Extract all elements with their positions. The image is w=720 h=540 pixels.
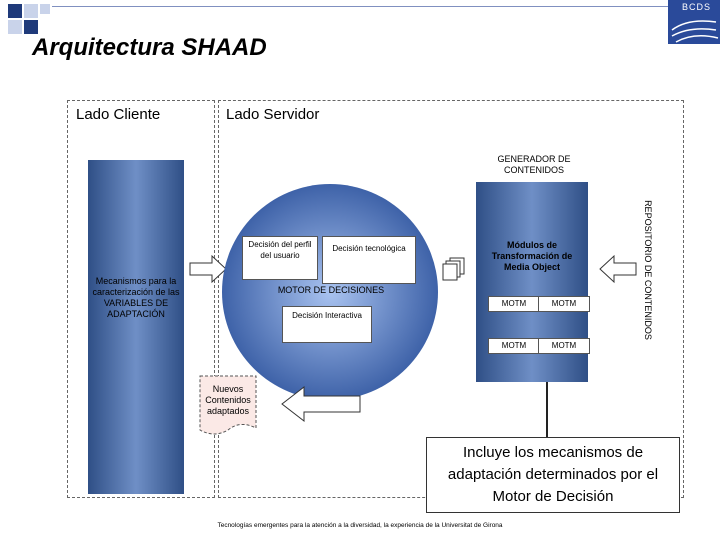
stacked-pages-icon [442, 257, 465, 281]
logo-icon [671, 20, 719, 43]
logo: BCDS [668, 0, 720, 44]
callout-box: Incluye los mecanismos de adaptación det… [426, 437, 680, 513]
motm-cell: MOTM [538, 338, 590, 354]
motm-cell: MOTM [538, 296, 590, 312]
decision-interactive-text: Decisión Interactiva [292, 311, 362, 320]
new-content-text: Nuevos Contenidos adaptados [205, 384, 251, 416]
callout-text: Incluye los mecanismos de adaptación det… [447, 444, 659, 505]
document-icon [199, 375, 257, 435]
decision-interactive-box: Decisión Interactiva [282, 306, 372, 343]
client-label: Lado Cliente [76, 106, 161, 123]
motm-cell: MOTM [488, 296, 540, 312]
connector-line [546, 382, 548, 437]
decision-tech-box: Decisión tecnológica [322, 236, 416, 284]
modules-text: Módulos de Transformación de Media Objec… [491, 240, 573, 272]
engine-label: MOTOR DE DECISIONES [277, 285, 385, 295]
motm-cell: MOTM [488, 338, 540, 354]
page-title: Arquitectura SHAAD [32, 34, 267, 61]
footer-text: Tecnologías emergentes para la atención … [217, 522, 503, 529]
arrow-right-icon [189, 254, 227, 284]
arrow-back-icon [281, 385, 361, 423]
client-mechanisms-text: Mecanismos para la caracterización de la… [92, 276, 180, 319]
server-label: Lado Servidor [226, 106, 320, 123]
arrow-left-icon [599, 254, 637, 284]
generator-header [476, 148, 594, 182]
generator-label: GENERADOR DE CONTENIDOS [497, 154, 571, 175]
logo-text: BCDS [682, 2, 712, 12]
repository-bar [640, 186, 660, 362]
decision-profile-text: Decisión del perfil del usuario [248, 240, 312, 260]
repository-label: REPOSITORIO DE CONTENIDOS [643, 200, 653, 340]
decision-profile-box: Decisión del perfil del usuario [242, 236, 318, 280]
client-frame [67, 100, 215, 498]
decision-tech-text: Decisión tecnológica [332, 244, 406, 253]
client-mechanisms-box [88, 160, 184, 494]
